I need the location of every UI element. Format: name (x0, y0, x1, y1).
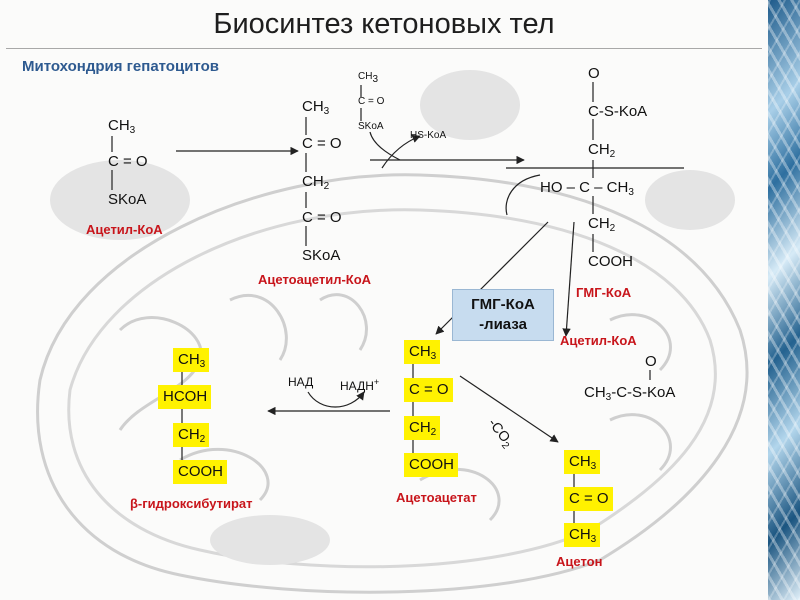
acetyl-coa-out-formula: CH3-C-S-KoA (584, 384, 676, 403)
hmg-coa-label: ГМГ-КоА (576, 285, 632, 300)
acetyl-coa-skoa: SKoA (108, 191, 147, 208)
frost-decoration-strip (768, 0, 800, 600)
arrow-nad-nadh-arc (307, 391, 365, 408)
title-divider (6, 48, 762, 49)
acetoacetyl-ch3: CH3 (302, 98, 330, 117)
acetyl-coa-out-label: Ацетил-КоА (560, 333, 637, 348)
acetyl-coa-2-co: C = O (358, 96, 385, 107)
bhb-hcoh: HCOH (158, 385, 212, 409)
diagram-graphics (36, 70, 749, 594)
acetyl-coa-co: C = O (108, 153, 148, 170)
bhb-ch2: CH2 (173, 423, 210, 447)
cytoplasm-blobs (50, 70, 735, 565)
acetoacetyl-skoa: SKoA (302, 247, 341, 264)
acetoacetate-ch3: CH3 (404, 340, 441, 364)
enzyme-line-1: ГМГ-КоА (471, 296, 535, 313)
acetyl-coa-2-skoa: SKoA (358, 121, 384, 132)
hmg-cooh: COOH (588, 253, 633, 270)
acetoacetyl-ch2: CH2 (302, 173, 330, 192)
arrow-hskoa-release (381, 134, 421, 169)
nadh-label: НАДН+ (340, 377, 380, 393)
hmg-cskoa: C-S-KoA (588, 103, 648, 120)
hmg-ho-c-ch3: HO – C – CH3 (540, 179, 634, 198)
acetyl-coa-2-ch3: CH3 (358, 71, 379, 85)
bhb-ch3: CH3 (173, 348, 210, 372)
acetoacetate-co: C = O (404, 378, 453, 402)
enzyme-line-2: -лиаза (479, 316, 527, 333)
acetyl-coa-label: Ацетил-КоА (86, 222, 163, 237)
hmg-ch2-bottom: CH2 (588, 215, 616, 234)
acetone-co: C = O (564, 487, 613, 511)
cleavage-arc (505, 174, 541, 216)
acetoacetate-cooh: COOH (404, 453, 458, 477)
acetoacetate-ch2: CH2 (404, 416, 441, 440)
bhb-cooh: COOH (173, 460, 227, 484)
mitochondrion-sketch (36, 173, 749, 594)
arrow-coa-join (369, 131, 401, 161)
acetyl-coa-ch3: CH3 (108, 117, 136, 136)
acetone-ch3-bottom: CH3 (564, 523, 601, 547)
acetoacetyl-coa-label: Ацетоацетил-КоА (258, 272, 372, 287)
slide-title: Биосинтез кетоновых тел (213, 8, 555, 40)
acetoacetyl-co-1: C = O (302, 135, 342, 152)
hmg-coa-lyase-box: ГМГ-КоА -лиаза (452, 289, 554, 341)
nad-label: НАД (288, 375, 314, 389)
arrow-hmg-to-acetyl (562, 221, 575, 337)
hmg-o: O (588, 65, 600, 82)
subtitle: Митохондрия гепатоцитов (22, 58, 219, 75)
arrow-acetoacetate-to-acetone (459, 375, 559, 443)
hmg-ch2-top: CH2 (588, 141, 616, 160)
slide: Биосинтез кетоновых тел Митохондрия гепа… (6, 8, 762, 594)
acetyl-coa-out-o: O (645, 353, 657, 370)
acetone-ch3-top: CH3 (564, 450, 601, 474)
acetoacetyl-co-2: C = O (302, 209, 342, 226)
acetone-label: Ацетон (556, 554, 603, 569)
molecule-bonds (111, 82, 651, 380)
bhb-label: β-гидроксибутират (130, 496, 253, 511)
hs-koa-label: HS-KoA (410, 130, 447, 141)
acetoacetate-label: Ацетоацетат (396, 490, 477, 505)
